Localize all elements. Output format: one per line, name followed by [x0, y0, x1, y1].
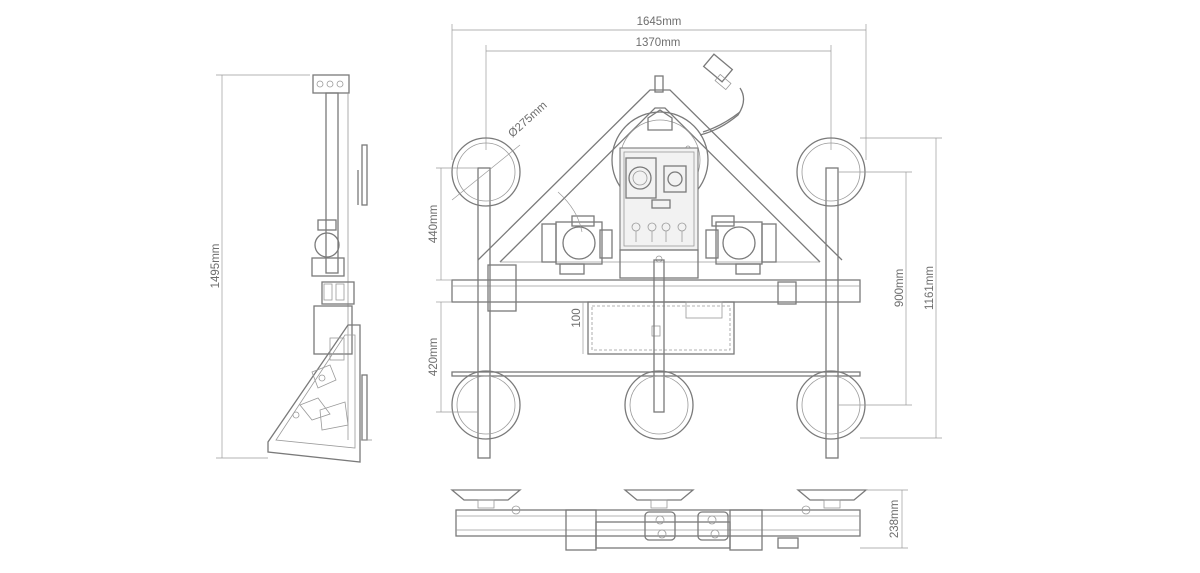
- left-arm: [477, 167, 491, 459]
- side-view: 1495mm: [210, 74, 372, 463]
- suction-pad-bottom-left: [451, 370, 521, 440]
- pad-diameter-label: Ø275mm: [506, 99, 549, 140]
- pump-left: [541, 215, 613, 275]
- overall-width-label: 1645mm: [637, 16, 682, 28]
- top-view-pad-right: [796, 489, 868, 501]
- lower-battery-box: [587, 301, 735, 355]
- bracket-hole: [316, 80, 324, 88]
- pad-span-label: 1370mm: [636, 37, 681, 49]
- bracket-hole: [336, 80, 344, 88]
- center-arm: [653, 259, 665, 413]
- side-frame: [267, 324, 361, 463]
- beam-height-label: 100: [571, 308, 583, 327]
- main-beam: [451, 279, 861, 303]
- side-height-label: 1495mm: [210, 244, 222, 289]
- triangle-frame: [477, 89, 843, 261]
- total-height-label: 1161mm: [924, 266, 936, 310]
- side-pad-upper: [361, 144, 368, 206]
- top-view: 238mm: [450, 489, 908, 551]
- power-plug: [702, 53, 734, 83]
- depth-label: 238mm: [889, 500, 901, 538]
- suction-pad-bottom-center: [624, 370, 694, 440]
- pressure-gauge: [667, 171, 683, 187]
- front-view: 1645mm 1370mm: [428, 16, 942, 459]
- side-control-box: [313, 305, 353, 355]
- bracket-hole: [326, 80, 334, 88]
- side-valve-block: [321, 281, 355, 305]
- pad-vertical-label: 900mm: [894, 269, 906, 307]
- side-pump: [314, 232, 340, 258]
- side-top-bracket: [312, 74, 350, 94]
- side-pad-lower: [361, 374, 368, 441]
- left-clamp: [487, 264, 517, 312]
- lower-bar: [451, 371, 861, 377]
- upper-offset-label: 440mm: [428, 205, 440, 243]
- lower-offset-label: 420mm: [428, 338, 440, 376]
- control-box: [619, 147, 699, 251]
- dim-line-pad-diameter: [451, 144, 521, 201]
- suction-pad-top-left: [451, 137, 521, 207]
- top-view-beam: [455, 509, 861, 537]
- pump-right: [705, 215, 777, 275]
- side-mast: [325, 92, 339, 274]
- top-view-center-unit: [595, 521, 731, 549]
- right-clamp: [777, 281, 797, 305]
- vacuum-gauge: [628, 166, 652, 190]
- right-arm: [825, 167, 839, 459]
- top-hook: [654, 75, 664, 93]
- top-view-pad-center: [623, 489, 695, 501]
- top-view-pad-left: [450, 489, 522, 501]
